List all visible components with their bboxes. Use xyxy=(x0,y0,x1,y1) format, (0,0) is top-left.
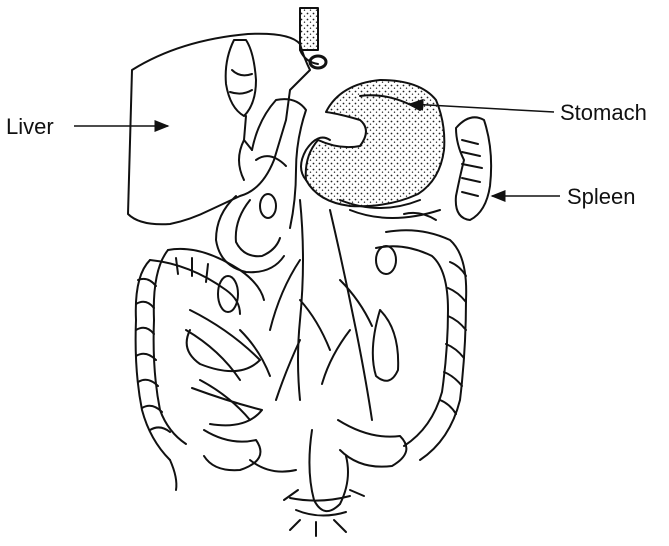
mesenteric-vessels xyxy=(186,200,372,420)
transverse-colon xyxy=(150,249,264,314)
stomach-label: Stomach xyxy=(560,100,647,126)
liver-shape xyxy=(128,34,310,225)
ascending-colon xyxy=(136,250,186,490)
small-intestine xyxy=(187,310,407,472)
duodenum xyxy=(216,194,284,272)
spleen-label: Spleen xyxy=(567,184,636,210)
liver-label: Liver xyxy=(6,114,54,140)
rectum xyxy=(284,430,364,536)
descending-colon xyxy=(376,213,466,460)
esophagus xyxy=(300,8,326,68)
spleen-shape xyxy=(456,117,491,220)
stomach-shape xyxy=(301,80,444,218)
